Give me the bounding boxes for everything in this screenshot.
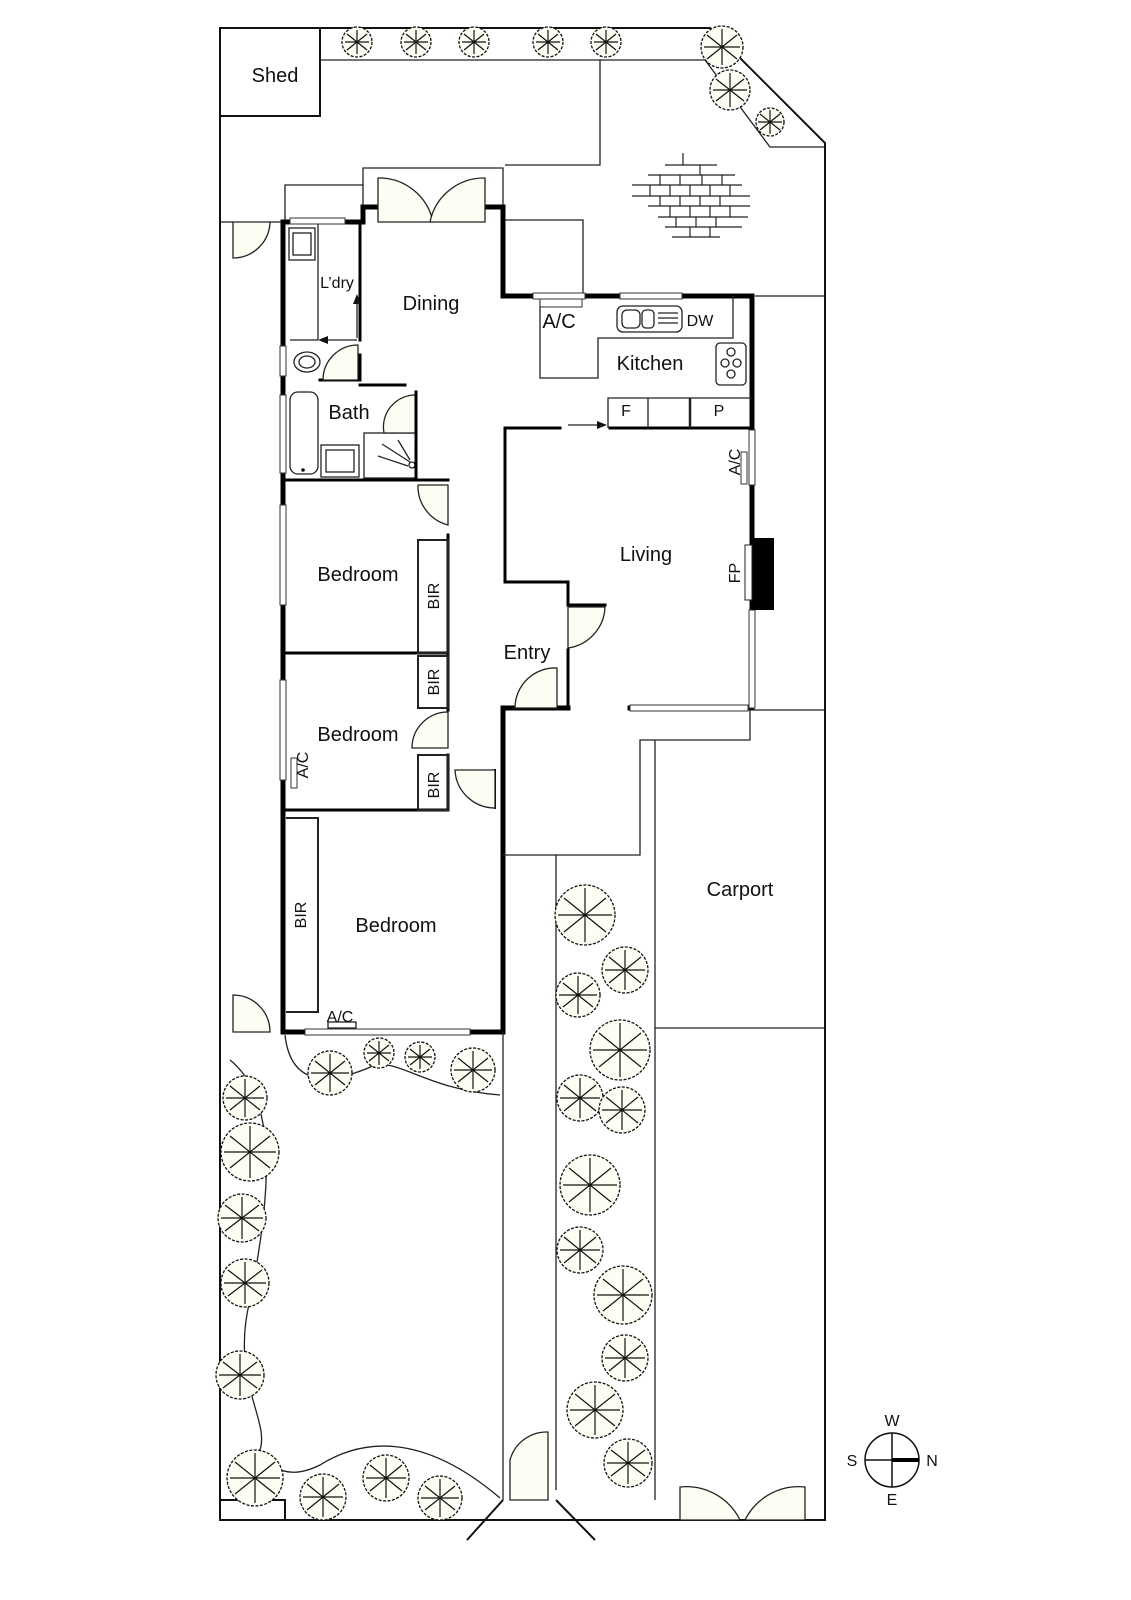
label-ac-bedroom-2: A/C <box>295 752 312 779</box>
room-label-living: Living <box>620 544 672 566</box>
room-label-carport: Carport <box>707 879 774 901</box>
house-walls <box>280 204 755 1035</box>
room-label-laundry: L’dry <box>320 275 354 292</box>
cooktop-icon <box>715 342 747 386</box>
room-label-kitchen: Kitchen <box>617 353 684 375</box>
brick-paving-icon <box>632 153 750 238</box>
side-gate-south <box>232 994 271 1033</box>
arrow-icon <box>318 336 328 344</box>
label-fridge: F <box>621 403 631 420</box>
bedroom-2-door <box>411 711 449 749</box>
front-gate <box>509 1431 549 1501</box>
label-pantry: P <box>714 403 725 420</box>
room-label-bath: Bath <box>328 402 369 424</box>
sink-icon <box>616 305 683 333</box>
room-label-bedroom-1: Bedroom <box>317 564 398 586</box>
interior-doors[interactable] <box>232 221 606 1501</box>
vanity-icon <box>320 444 360 478</box>
label-bir-bedroom-2b: BIR <box>426 772 443 799</box>
compass-icon: W S N E <box>847 1413 938 1509</box>
room-label-shed: Shed <box>252 65 299 87</box>
room-label-entry: Entry <box>504 642 551 664</box>
room-label-bedroom-3: Bedroom <box>355 915 436 937</box>
living-door <box>567 606 606 649</box>
arrow-icon <box>353 294 361 304</box>
front-door <box>514 667 558 709</box>
arrow-icon <box>597 421 607 429</box>
room-label-dining: Dining <box>403 293 460 315</box>
label-bir-bedroom-3: BIR <box>293 902 310 929</box>
compass-north: N <box>926 1453 938 1470</box>
bath-fixtures <box>289 390 418 480</box>
compass-west: W <box>884 1413 900 1430</box>
toilet-icon <box>293 351 321 373</box>
bedroom-3-door <box>454 769 496 809</box>
laundry-fixtures <box>288 222 361 381</box>
trees <box>215 25 785 1521</box>
label-bir-bedroom-1: BIR <box>426 583 443 610</box>
room-label-bedroom-2: Bedroom <box>317 724 398 746</box>
label-ac-living: A/C <box>727 449 744 476</box>
site-boundary <box>219 27 826 1521</box>
dining-french-doors[interactable] <box>377 177 486 223</box>
label-fireplace: FP <box>727 563 744 583</box>
fireplace <box>740 451 774 610</box>
label-ac-bedroom-3: A/C <box>327 1009 354 1026</box>
bathtub-icon <box>289 391 319 475</box>
toilet-door[interactable] <box>322 344 359 381</box>
compass-east: E <box>887 1492 898 1509</box>
bath-door[interactable] <box>382 394 417 434</box>
shower-icon <box>363 432 417 479</box>
yard-outlines <box>219 709 825 1541</box>
label-bir-bedroom-2: BIR <box>426 669 443 696</box>
shed-outline <box>219 27 321 117</box>
label-ac-kitchen: A/C <box>542 311 575 333</box>
built-in-robes <box>286 539 449 1029</box>
laundry-tub-icon <box>288 227 316 261</box>
side-gate-north <box>232 221 271 259</box>
bedroom-1-door <box>417 484 449 526</box>
label-dishwasher: DW <box>687 313 715 330</box>
windows <box>279 217 756 1036</box>
compass-south: S <box>847 1453 858 1470</box>
kitchen-fixtures <box>539 296 752 429</box>
carport-gates[interactable] <box>679 1486 806 1521</box>
